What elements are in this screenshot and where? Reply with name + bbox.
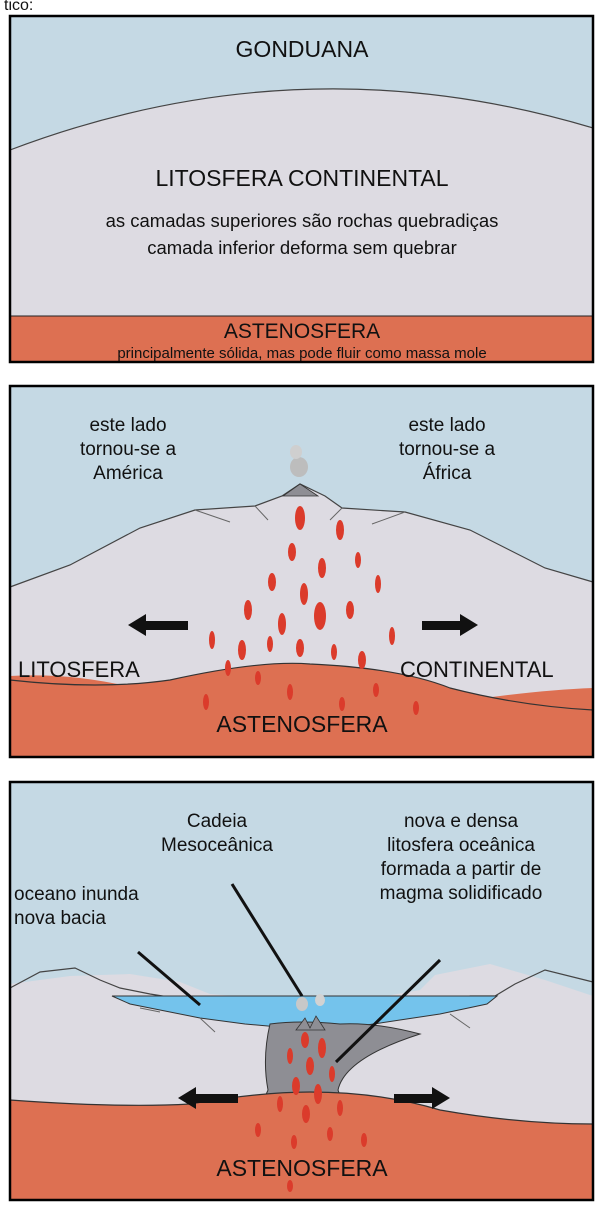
lithosphere-desc-line-1: as camadas superiores são rochas quebrad… [106, 210, 499, 231]
new-lithosphere-label-line-4: magma solidificado [380, 883, 543, 904]
panel-2-rifting: este lado tornou-se a América este lado … [8, 384, 595, 759]
continental-lithosphere-title: LITOSFERA CONTINENTAL [155, 165, 448, 191]
continental-right-label: CONTINENTAL [400, 657, 554, 682]
ridge-label-line-2: Mesoceânica [161, 835, 273, 856]
america-note-line-1: este lado [89, 415, 166, 436]
ridge-label-line-1: Cadeia [187, 811, 248, 832]
africa-note-line-3: África [423, 463, 472, 484]
asthenosphere-title: ASTENOSFERA [224, 320, 380, 343]
panel-2-arrow-left-icon [128, 614, 188, 636]
lithosphere-desc-line-2: camada inferior deforma sem quebrar [147, 237, 457, 258]
lithosphere-left-label: LITOSFERA [18, 657, 140, 682]
panel-3-new-ocean: Cadeia Mesoceânica oceano inunda nova ba… [8, 780, 595, 1202]
panel-3-asthenosphere [10, 1092, 593, 1200]
panel-1-gondwana: GONDUANA LITOSFERA CONTINENTAL as camada… [8, 14, 595, 364]
asthenosphere-subtitle: principalmente sólida, mas pode fluir co… [117, 345, 486, 362]
panel-1-sky [10, 16, 593, 150]
ocean-label-line-2: nova bacia [14, 908, 106, 929]
new-lithosphere-label-line-2: litosfera oceânica [387, 835, 535, 856]
new-lithosphere-label-line-1: nova e densa [404, 811, 519, 832]
panel-3-magma [255, 1032, 367, 1192]
panel-3-arrow-left-icon [178, 1087, 238, 1109]
africa-note-line-2: tornou-se a [399, 439, 496, 460]
panel-1-asthenosphere [10, 316, 593, 362]
panel-3-asthenosphere-label: ASTENOSFERA [216, 1155, 388, 1181]
africa-note-line-1: este lado [408, 415, 485, 436]
america-note-line-2: tornou-se a [80, 439, 177, 460]
new-lithosphere-label-line-3: formada a partir de [381, 859, 542, 880]
ocean-label-line-1: oceano inunda [14, 884, 139, 905]
panel-2-asthenosphere-label: ASTENOSFERA [216, 711, 388, 737]
panel-2-arrow-right-icon [422, 614, 478, 636]
america-note-line-3: América [93, 463, 163, 484]
panel-2-sky [10, 386, 593, 587]
panel-2-magma [203, 506, 419, 715]
panel-3-arrow-right-icon [394, 1087, 450, 1109]
top-caption: tico: [4, 0, 33, 14]
gondwana-label: GONDUANA [236, 36, 370, 62]
panel-3-sky [10, 782, 593, 1010]
